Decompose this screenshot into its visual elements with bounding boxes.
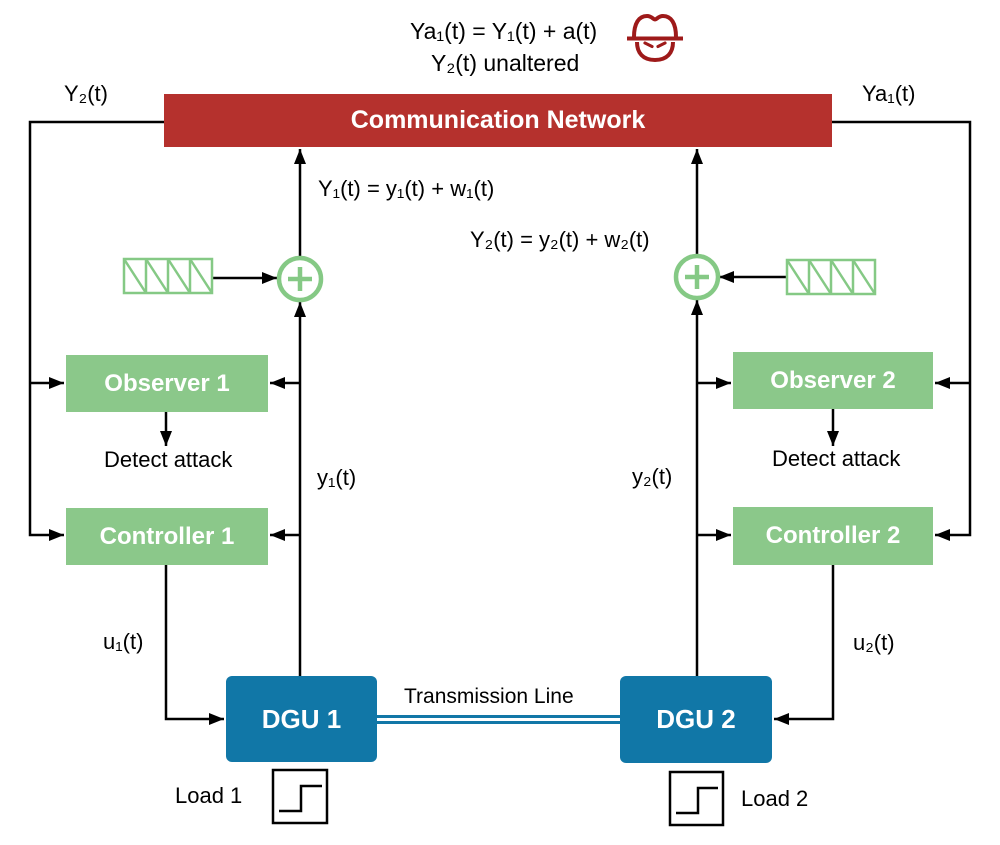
label-y2: y₂(t) <box>632 464 673 489</box>
communication-network-block: Communication Network <box>164 94 832 147</box>
controller2-block: Controller 2 <box>733 507 933 565</box>
step-function-icon-left <box>271 768 329 825</box>
signal-wires <box>28 120 972 725</box>
label-equation-left: Y₁(t) = y₁(t) + w₁(t) <box>318 176 495 201</box>
wire-y2-to-controller1 <box>28 120 164 541</box>
noise-hatch-icon-right <box>785 258 877 296</box>
wire-u2-to-dgu2 <box>774 565 835 725</box>
noise-hatch-icon-left <box>122 257 214 295</box>
attack-equation-label: Ya₁(t) = Y₁(t) + a(t) <box>410 18 598 44</box>
label-y1: y₁(t) <box>317 465 357 490</box>
dgu2-block: DGU 2 <box>620 676 772 763</box>
observer2-block: Observer 2 <box>733 352 933 409</box>
hacker-icon <box>627 13 683 63</box>
label-y2-sent: Y₂(t) <box>64 81 108 106</box>
label-ya1-received: Ya₁(t) <box>862 81 916 106</box>
label-u2: u₂(t) <box>853 630 895 655</box>
plus-sum-junction-icon-right <box>673 253 721 301</box>
plus-sum-junction-icon-left <box>276 255 324 303</box>
controller1-block: Controller 1 <box>66 508 268 565</box>
label-equation-right: Y₂(t) = y₂(t) + w₂(t) <box>470 227 650 252</box>
load2-label: Load 2 <box>741 786 809 811</box>
transmission-line-label: Transmission Line <box>404 685 574 708</box>
unaltered-label: Y₂(t) unaltered <box>431 50 580 76</box>
label-u1: u₁(t) <box>103 629 144 654</box>
observer1-block: Observer 1 <box>66 355 268 412</box>
detect-attack-label-2: Detect attack <box>772 446 901 471</box>
transmission-line-icon <box>377 715 620 724</box>
load1-label: Load 1 <box>175 783 243 808</box>
dgu1-block: DGU 1 <box>226 676 377 762</box>
wire-u1-to-dgu1 <box>164 565 224 725</box>
wire-ya1-to-controller2 <box>832 120 972 541</box>
step-function-icon-right <box>668 770 725 827</box>
detect-attack-label-1: Detect attack <box>104 447 233 472</box>
